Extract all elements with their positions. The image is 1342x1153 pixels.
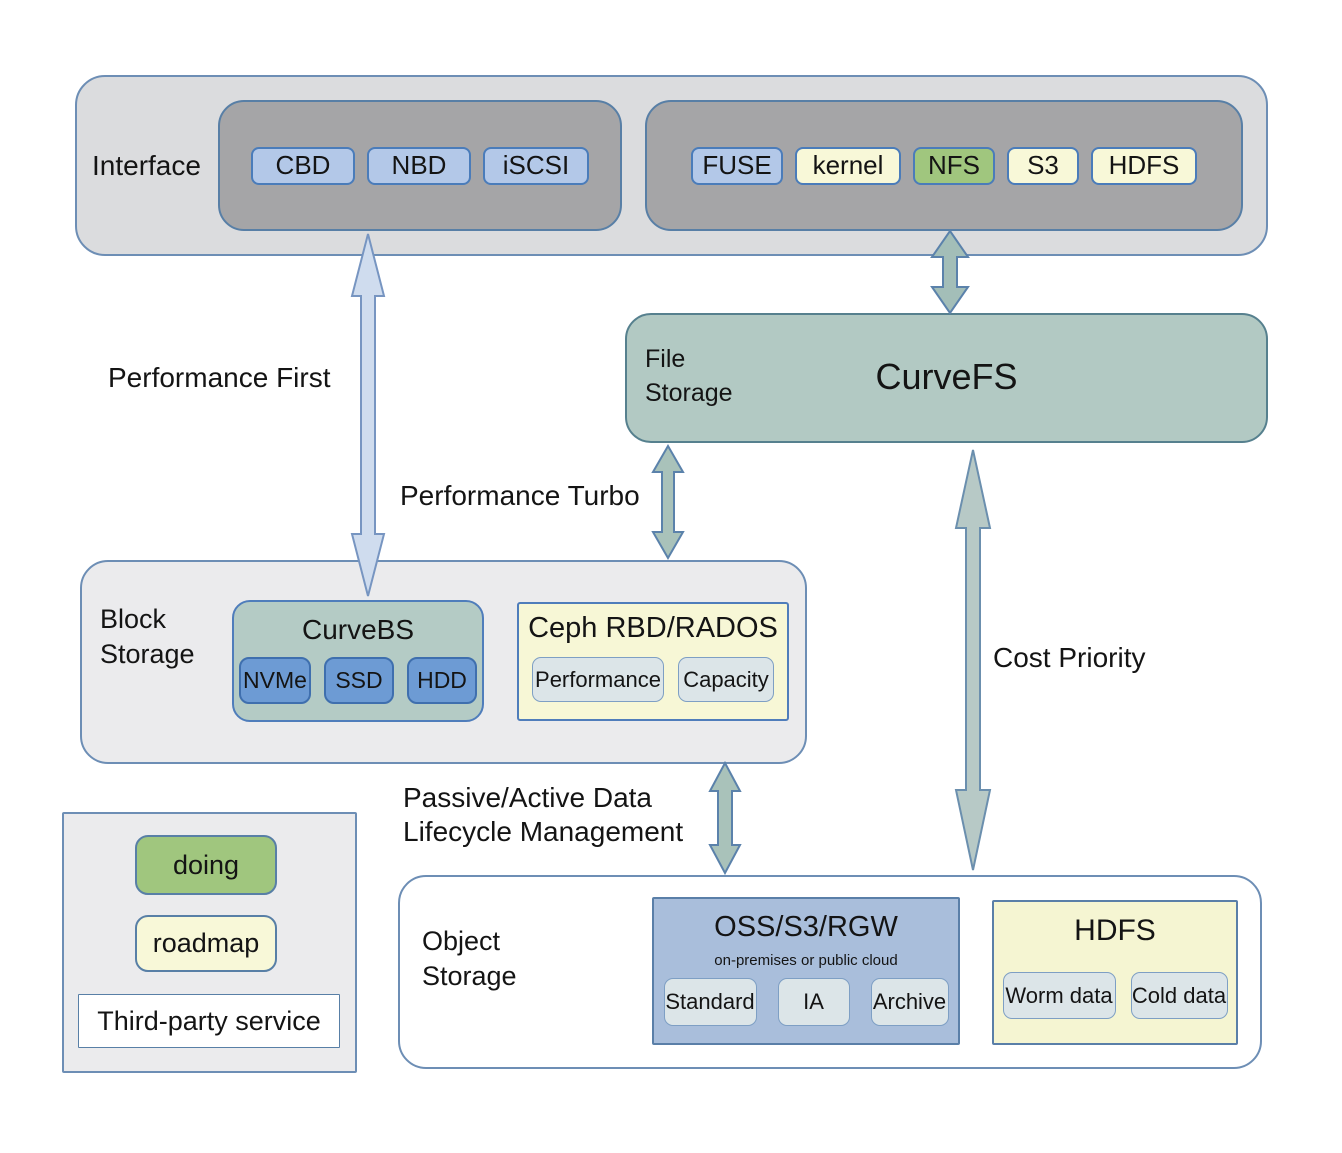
- chip-ia: IA: [777, 978, 850, 1026]
- oss-box: OSS/S3/RGW on-premises or public cloud S…: [652, 897, 960, 1045]
- cost-priority-arrow: [954, 449, 992, 871]
- performance-turbo-arrow: [651, 444, 685, 560]
- performance-first-arrow: [350, 233, 386, 597]
- chip-nbd: NBD: [367, 146, 471, 185]
- curvebs-title: CurveBS: [301, 614, 415, 645]
- chip-cold-data: Cold data: [1130, 972, 1228, 1019]
- curvebs-box: CurveBS NVMe SSD HDD: [232, 600, 484, 722]
- interface-block-group: CBD NBD iSCSI: [218, 100, 622, 231]
- curvefs-title: CurveFS: [875, 356, 1018, 397]
- oss-subtitle: on-premises or public cloud: [714, 952, 898, 969]
- curvefs-panel: File Storage CurveFS: [625, 313, 1268, 443]
- performance-first-label: Performance First: [108, 362, 331, 393]
- chip-nvme: NVMe: [239, 657, 311, 704]
- legend-panel: doing roadmap Third-party service: [62, 812, 357, 1073]
- chip-kernel: kernel: [795, 146, 901, 185]
- legend-doing: doing: [135, 835, 277, 895]
- chip-ceph-capacity: Capacity: [678, 657, 774, 702]
- block-storage-label: Block Storage: [100, 604, 195, 669]
- interface-curvefs-arrow: [930, 229, 970, 315]
- chip-s3: S3: [1007, 146, 1079, 185]
- chip-cbd: CBD: [251, 146, 355, 185]
- object-storage-label: Object Storage: [422, 926, 517, 991]
- object-storage-panel: Object Storage OSS/S3/RGW on-premises or…: [398, 875, 1262, 1069]
- performance-turbo-label: Performance Turbo: [400, 480, 640, 511]
- hdfs-title: HDFS: [1074, 914, 1156, 947]
- legend-roadmap: roadmap: [135, 915, 277, 972]
- chip-fuse: FUSE: [691, 146, 783, 185]
- chip-worm-data: Worm data: [1002, 972, 1116, 1019]
- legend-third-party: Third-party service: [78, 994, 340, 1048]
- chip-archive: Archive: [870, 978, 949, 1026]
- cost-priority-label: Cost Priority: [993, 642, 1146, 673]
- interface-panel: Interface CBD NBD iSCSI FUSE kernel NFS …: [75, 75, 1268, 256]
- chip-nfs: NFS: [913, 146, 995, 185]
- file-storage-label: File Storage: [645, 345, 733, 407]
- lifecycle-label: Passive/Active Data Lifecycle Management: [403, 782, 684, 847]
- chip-ssd: SSD: [324, 657, 394, 704]
- ceph-box: Ceph RBD/RADOS Performance Capacity: [517, 602, 789, 721]
- chip-ceph-performance: Performance: [532, 657, 664, 702]
- interface-file-group: FUSE kernel NFS S3 HDFS: [645, 100, 1243, 231]
- oss-title: OSS/S3/RGW: [714, 911, 898, 943]
- ceph-title: Ceph RBD/RADOS: [528, 612, 778, 644]
- hdfs-box: HDFS Worm data Cold data: [992, 900, 1238, 1045]
- chip-hdd: HDD: [407, 657, 477, 704]
- chip-standard: Standard: [663, 978, 757, 1026]
- lifecycle-arrow: [708, 761, 742, 875]
- interface-label: Interface: [92, 149, 201, 181]
- chip-hdfs-top: HDFS: [1091, 146, 1197, 185]
- block-storage-panel: Block Storage CurveBS NVMe SSD HDD Ceph …: [80, 560, 807, 764]
- chip-iscsi: iSCSI: [483, 146, 589, 185]
